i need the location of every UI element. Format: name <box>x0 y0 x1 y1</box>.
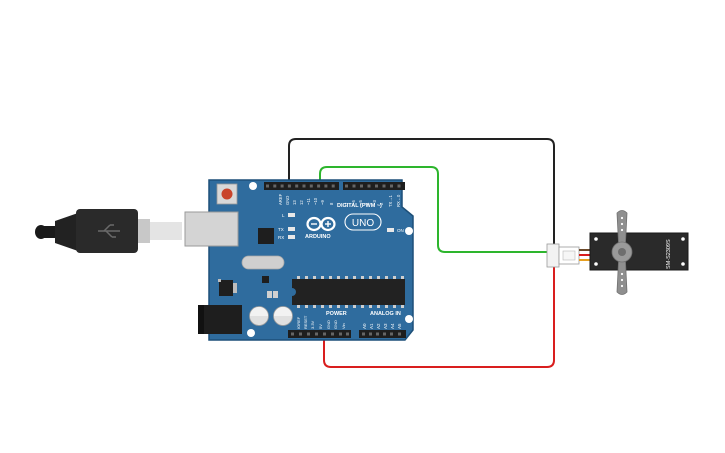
atmega-chip <box>292 279 405 305</box>
pin-label: RX←0 <box>396 194 401 207</box>
regulator-pad <box>218 279 221 282</box>
wires <box>288 138 555 368</box>
power-jack <box>198 305 242 334</box>
usb-port <box>184 211 239 247</box>
servo-motor[interactable]: SM-S2309S <box>546 210 689 295</box>
servo-connector <box>546 243 580 268</box>
on-led <box>387 228 394 232</box>
pin-label: IOREF <box>296 316 301 329</box>
pin-label: 8 <box>329 202 334 205</box>
servo-mount-holes <box>594 237 685 266</box>
usb-icon <box>98 224 120 238</box>
pin-label: 12 <box>299 200 304 205</box>
pin-label: 5V <box>318 324 323 329</box>
pin-label: GND <box>285 196 290 205</box>
smd-component <box>262 276 269 283</box>
pin-label: ~5 <box>358 200 363 205</box>
digital-label: DIGITAL (PWM ~) <box>337 203 382 209</box>
pin-label: A4 <box>390 323 395 329</box>
usb-chip <box>258 228 274 244</box>
pin-label: 2 <box>379 202 384 205</box>
arduino-logo-icon <box>306 216 336 232</box>
pin-label: A0 <box>362 323 367 329</box>
power-label: POWER <box>326 311 347 317</box>
pin-label: ~11 <box>306 198 311 205</box>
rx-label: RX <box>278 235 284 240</box>
pin-label: A1 <box>369 323 374 329</box>
pin-label: ~10 <box>313 197 318 205</box>
top-header-pins <box>266 184 401 188</box>
pin-label: 3.3V <box>310 320 315 329</box>
model-label: UNO <box>352 218 374 229</box>
model-badge <box>344 213 382 231</box>
on-label: ON <box>397 228 404 233</box>
pin-label: GND <box>333 320 338 329</box>
pin-label: Vin <box>341 323 346 329</box>
pin-label: 4 <box>365 202 370 205</box>
pin-label: 7 <box>344 202 349 205</box>
smd-component <box>273 291 278 298</box>
pin-label: A5 <box>397 323 402 329</box>
chip-pins-bottom <box>297 305 404 308</box>
pin-label: A3 <box>383 323 388 329</box>
arduino-uno-board[interactable]: AREF GND 13 12 ~11 ~10 ~9 8 7 ~6 ~5 4 ~3… <box>184 179 414 341</box>
mounting-hole <box>249 182 257 190</box>
pin-label: ~6 <box>351 200 356 205</box>
tx-label: TX <box>278 227 284 232</box>
top-header-left <box>264 182 339 190</box>
usb-cable[interactable] <box>35 209 182 253</box>
pin-label: ~9 <box>320 200 325 205</box>
analog-pin-labels: A0 A1 A2 A3 A4 A5 <box>362 323 402 329</box>
analog-label: ANALOG IN <box>370 311 401 317</box>
chip-pins-top <box>297 276 404 279</box>
mounting-hole <box>247 329 255 337</box>
capacitor <box>273 306 293 326</box>
crystal-oscillator <box>241 255 285 270</box>
mounting-hole <box>405 315 413 323</box>
mounting-hole <box>405 227 413 235</box>
bottom-header-pins <box>291 332 401 336</box>
top-header-right <box>343 182 405 190</box>
brand-label: ARDUINO <box>305 234 331 240</box>
servo-horn[interactable] <box>611 210 633 295</box>
pin-label: A2 <box>376 323 381 329</box>
pin-label: TX→1 <box>388 194 393 207</box>
servo-model-label: SM-S2309S <box>666 239 672 269</box>
power-pin-labels: IOREF RESET 3.3V 5V GND GND Vin <box>296 315 346 329</box>
top-pin-labels: AREF GND 13 12 ~11 ~10 ~9 8 7 ~6 ~5 4 ~3… <box>278 193 401 207</box>
capacitor <box>249 306 269 326</box>
pin-label: GND <box>326 320 331 329</box>
reset-button[interactable] <box>216 183 238 205</box>
arduino-logo-signs <box>311 221 331 227</box>
status-leds <box>288 213 295 239</box>
ground-wire[interactable] <box>288 138 555 253</box>
pin-label: ~3 <box>372 200 377 205</box>
power-header <box>288 330 351 338</box>
voltage-regulator <box>219 280 237 296</box>
power-wire[interactable] <box>323 262 555 368</box>
pin-label: RESET <box>303 315 308 329</box>
signal-wire[interactable] <box>319 166 547 253</box>
pin-label: AREF <box>278 193 283 205</box>
smd-component <box>267 291 272 298</box>
pin-label: 13 <box>292 200 297 205</box>
l-label: L <box>282 213 285 218</box>
analog-header <box>359 330 406 338</box>
